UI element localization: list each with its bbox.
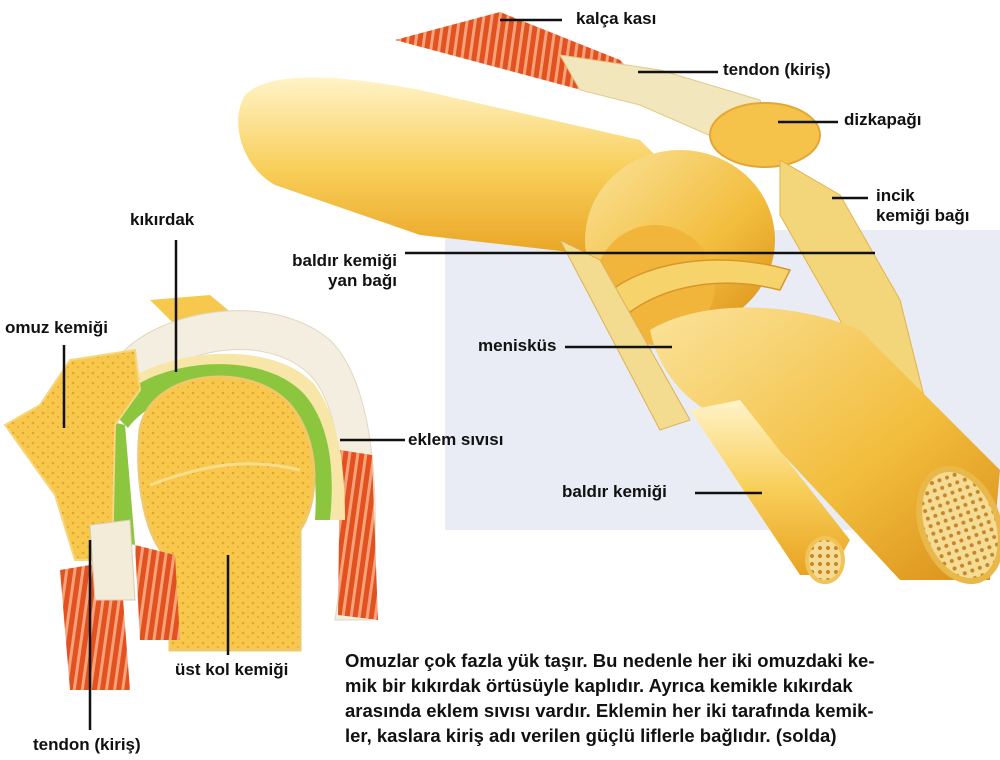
- label-fibular-collateral-1: baldır kemiği: [255, 251, 397, 271]
- label-cartilage: kıkırdak: [130, 210, 194, 230]
- caption-line: Omuzlar çok fazla yük taşır. Bu nedenle …: [345, 648, 1000, 673]
- label-tibia-ligament-1: incik: [876, 186, 915, 206]
- caption-text: Omuzlar çok fazla yük taşır. Bu nedenle …: [345, 648, 1000, 760]
- label-hip-muscle: kalça kası: [576, 9, 656, 29]
- shoulder-joint: [5, 295, 378, 690]
- caption-line: mik bir kıkırdak örtüsüyle kaplıdır. Ayr…: [345, 673, 1000, 698]
- label-tendon-bottom: tendon (kiriş): [33, 735, 141, 755]
- label-tibia-ligament-2: kemiği bağı: [876, 206, 970, 226]
- label-fibular-collateral-2: yan bağı: [255, 271, 397, 291]
- caption-line: arasında eklem sıvısı vardır. Eklemin he…: [345, 698, 1000, 723]
- caption-line: ler, kaslara kiriş adı verilen güçlü lif…: [345, 723, 1000, 748]
- label-upper-arm-bone: üst kol kemiği: [175, 660, 288, 680]
- label-shoulder-bone: omuz kemiği: [5, 318, 108, 338]
- label-tendon-top: tendon (kiriş): [723, 60, 831, 80]
- label-joint-fluid: eklem sıvısı: [408, 430, 503, 450]
- label-kneecap: dizkapağı: [844, 110, 921, 130]
- label-fibula: baldır kemiği: [562, 482, 667, 502]
- label-meniscus: menisküs: [478, 336, 556, 356]
